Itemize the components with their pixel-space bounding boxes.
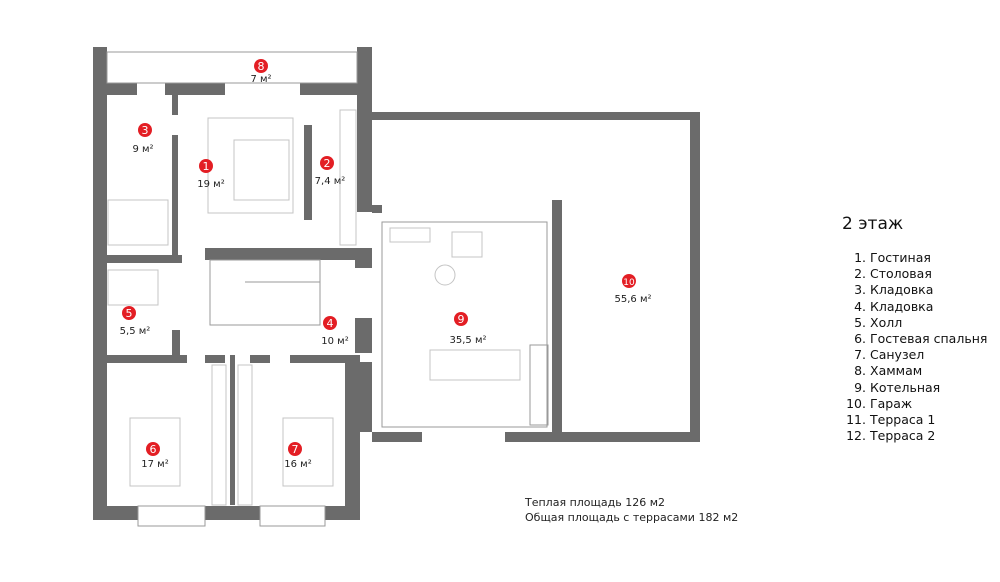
svg-text:2: 2 — [324, 157, 331, 170]
legend-number: 11. — [846, 412, 866, 428]
svg-text:1: 1 — [203, 160, 210, 173]
legend-item: 5.Холл — [842, 315, 987, 331]
legend-number: 10. — [846, 395, 866, 411]
room-marker-1: 1 — [199, 159, 213, 173]
thin-lines — [106, 51, 549, 527]
svg-text:4: 4 — [327, 317, 334, 330]
legend-item: 1. Гостиная — [842, 250, 987, 266]
room-marker-5: 5 — [122, 306, 136, 320]
legend-label: Кладовка — [870, 298, 934, 314]
room-area-9: 35,5 м² — [450, 335, 487, 346]
legend-item: 8.Хаммам — [842, 363, 987, 379]
room-marker-9: 9 — [454, 312, 468, 326]
warm-area: Теплая площадь 126 м2 — [525, 496, 665, 509]
room-area-7: 16 м² — [284, 459, 311, 470]
legend-number: 5. — [854, 314, 866, 330]
room-markers: 8 7 м² 3 9 м² 1 19 м² 2 7,4 м² 5 5,5 м² … — [120, 59, 652, 470]
svg-text:8: 8 — [258, 60, 265, 73]
room-marker-8: 8 — [254, 59, 268, 73]
legend-number: 1. — [854, 250, 866, 265]
legend-number: 12. — [846, 428, 866, 444]
legend-label: Котельная — [870, 379, 941, 395]
legend-label: Столовая — [870, 266, 932, 282]
garage-walls — [372, 112, 700, 442]
legend-number: 4. — [854, 298, 866, 314]
furniture — [107, 109, 521, 506]
floor-title: 2 этаж — [842, 214, 904, 234]
room-marker-6: 6 — [146, 442, 160, 456]
legend-item: 11.Терраса 1 — [842, 412, 987, 428]
room-area-4: 10 м² — [321, 336, 348, 347]
area-totals: Теплая площадь 126 м2 Общая площадь с те… — [525, 495, 738, 525]
legend-item: 4.Кладовка — [842, 299, 987, 315]
legend-label: Хаммам — [870, 363, 923, 379]
room-marker-7: 7 — [288, 442, 302, 456]
legend-number: 7. — [854, 347, 866, 363]
room-area-6: 17 м² — [141, 459, 168, 470]
room-area-8: 7 м² — [250, 74, 271, 85]
legend-number: 3. — [854, 282, 866, 298]
total-area: Общая площадь с террасами 182 м2 — [525, 511, 739, 524]
walls — [93, 47, 560, 520]
room-area-10: 55,6 м² — [615, 294, 652, 305]
room-marker-2: 2 — [320, 156, 334, 170]
legend-label: Гараж — [870, 395, 913, 411]
legend-label: Холл — [870, 314, 903, 330]
room-marker-10: 10 — [622, 274, 636, 288]
legend-item: 6.Гостевая спальня — [842, 331, 987, 347]
room-marker-4: 4 — [323, 316, 337, 330]
legend-item: 7.Санузел — [842, 347, 987, 363]
room-area-5: 5,5 м² — [120, 326, 151, 337]
legend-label: Терраса 2 — [870, 428, 936, 444]
legend-number: 2. — [854, 266, 866, 282]
legend-item: 2.Столовая — [842, 266, 987, 282]
legend-item: 9.Котельная — [842, 380, 987, 396]
room-marker-3: 3 — [138, 123, 152, 137]
room-area-2: 7,4 м² — [315, 176, 346, 187]
svg-text:6: 6 — [150, 443, 157, 456]
legend-number: 8. — [854, 363, 866, 379]
room-area-3: 9 м² — [132, 144, 153, 155]
legend-label: Терраса 1 — [870, 412, 936, 428]
legend-item: 3.Кладовка — [842, 282, 987, 298]
legend-number: 9. — [854, 379, 866, 395]
legend-label: Кладовка — [870, 282, 934, 298]
legend-label: Гостиная — [870, 250, 931, 265]
svg-text:5: 5 — [126, 307, 133, 320]
legend-number: 6. — [854, 331, 866, 347]
legend-item: 12.Терраса 2 — [842, 428, 987, 444]
legend-label: Санузел — [870, 347, 925, 363]
legend-item: 10.Гараж — [842, 396, 987, 412]
svg-text:3: 3 — [142, 124, 149, 137]
svg-text:9: 9 — [458, 313, 465, 326]
svg-text:10: 10 — [623, 278, 635, 288]
room-area-1: 19 м² — [197, 179, 224, 190]
svg-text:7: 7 — [292, 443, 299, 456]
legend-label: Гостевая спальня — [870, 331, 988, 347]
